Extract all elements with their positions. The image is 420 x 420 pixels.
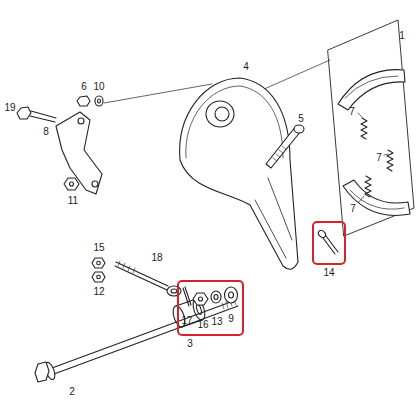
bolt-head [317,229,327,239]
shoe-lining [350,190,404,209]
leader [359,196,364,202]
leader [358,113,362,117]
leader [104,84,212,103]
nut [77,96,90,106]
callout-number: 6 [81,81,87,92]
bolt-shank [323,236,338,254]
highlight-box: 17 1613 9 [177,280,244,336]
callout-number: 5 [298,113,304,124]
shoe-lining [345,76,398,98]
panel-rim [186,86,283,158]
washer [211,291,221,303]
washer-hole [229,292,234,298]
brake-shoe [343,180,410,215]
brake-rod [115,262,168,290]
callout-number: 7 [376,152,382,163]
cam-head [294,125,304,133]
nut-hole [97,261,101,265]
callout-number: 16 [197,319,208,330]
brake-shoe [338,70,405,110]
callout-number: 3 [187,338,193,349]
spring [387,150,393,171]
spring [365,176,371,197]
axle-head [35,362,49,382]
washer-hole [98,99,101,103]
callout-number: 11 [68,195,78,206]
nut [92,258,105,268]
highlight-box: 14 [312,221,346,265]
callout-number: 8 [43,126,49,137]
callout-number: 14 [323,267,334,278]
callout-number: 12 [93,286,104,297]
callout-number: 13 [211,316,222,327]
panel-hub [206,101,234,127]
brake-panel [180,78,298,269]
nut-hole [199,297,203,301]
panel-hub-bore [215,107,229,121]
nut [193,293,208,305]
callout-number: 4 [243,61,249,72]
cam-serration [273,146,286,161]
callout-number: 7 [350,203,356,214]
callout-number: 17 [181,315,192,326]
brake-arm [56,112,102,194]
callout-number: 1 [399,30,405,41]
bolt-head [17,107,31,119]
callout-number: 7 [349,106,355,117]
panel-arm [255,178,292,258]
leader [384,154,388,155]
rod-thread [118,261,135,273]
arm-hole [92,181,98,187]
callout-number: 10 [93,81,104,92]
cotter-pin [183,287,191,306]
bolt-shank [30,111,56,122]
callout-number: 15 [93,242,104,253]
callout-number: 19 [4,102,15,113]
leader [262,60,330,90]
callout-number: 9 [228,313,234,324]
axle-shank [52,300,238,374]
washer-hole [214,295,218,300]
arm-hole [78,118,84,124]
nut [64,178,79,190]
nut-hole [70,182,74,186]
spring [361,118,367,139]
washer [225,287,238,303]
nut-hole [97,275,101,279]
nut [92,272,105,282]
shoe-set-frame [328,20,414,236]
washer [95,96,103,106]
callout-number: 18 [151,252,162,263]
callout-number: 2 [69,386,75,397]
